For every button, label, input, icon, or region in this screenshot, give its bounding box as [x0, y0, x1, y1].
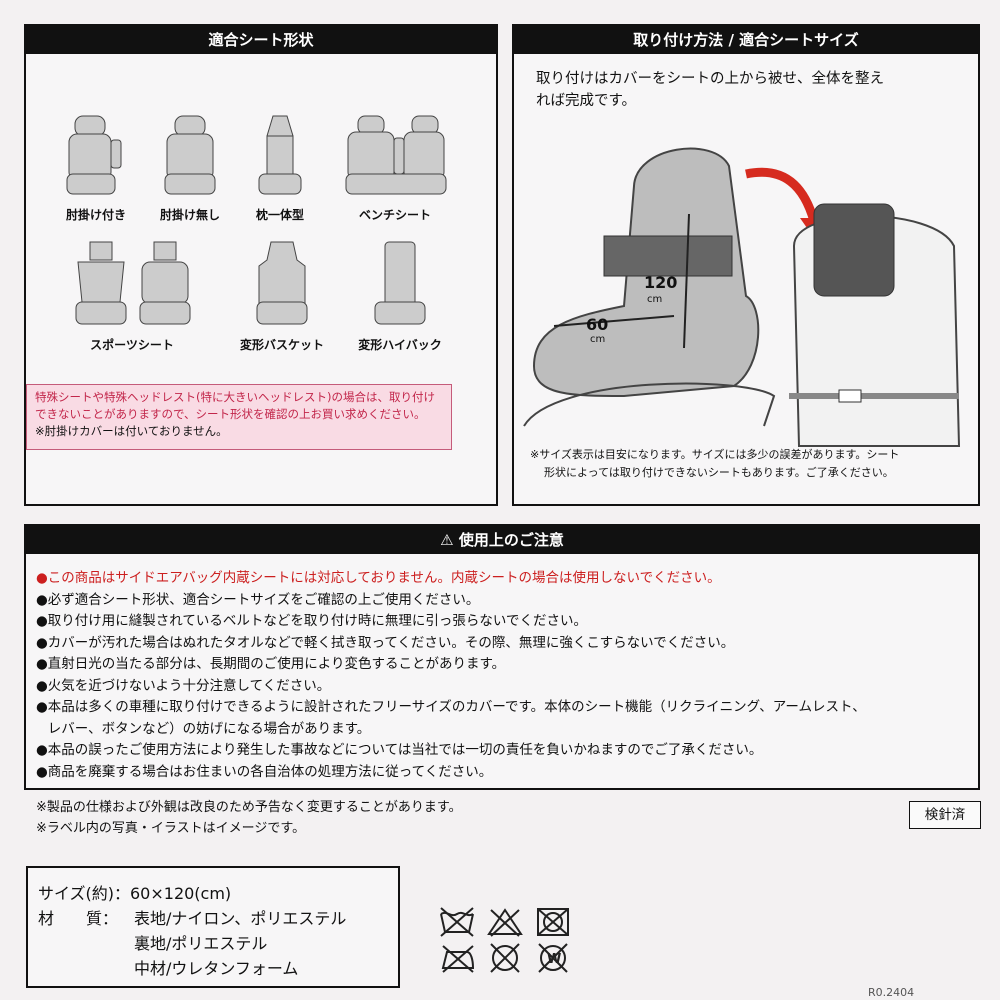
caution-item: ●カバーが汚れた場合はぬれたタオルなどで軽く拭き取ってください。その際、無理に強… [36, 633, 986, 655]
caution-title: 使用上のご注意 [458, 531, 564, 549]
warning-line: 特殊シートや特殊ヘッドレスト(特に大きいヘッドレスト)の場合は、取り付け [35, 390, 435, 404]
seat-label: 枕一体型 [255, 208, 304, 222]
no-dry-clean-icon [490, 943, 520, 973]
bullet-icon: ● [36, 742, 48, 758]
note-line: ※ラベル内の写真・イラストはイメージです。 [36, 821, 306, 836]
seat-no-armrest-icon [164, 115, 216, 195]
seat-integrated-icon [258, 115, 302, 195]
seat-highback-icon [374, 241, 426, 325]
armrest-note: ※肘掛けカバーは付いておりません。 [35, 424, 228, 438]
caution-item: ●本品の誤ったご使用方法により発生した事故などについては当社では一切の責任を負い… [36, 740, 986, 762]
mesh-pocket [603, 235, 733, 277]
care-symbols: W [437, 906, 582, 980]
seat-without-armrest: 肘掛け無し [150, 112, 230, 223]
dim-height-value: 120 [644, 273, 677, 292]
bullet-icon: ● [36, 591, 48, 608]
caution-text: レバー、ボタンなど）の妨げになる場合があります。 [47, 720, 371, 737]
bullet-icon: ● [36, 613, 48, 629]
caution-text: 取り付け用に縫製されているベルトなどを取り付け時に無理に引っ張らないでください。 [47, 613, 587, 629]
lot-number: R0.2404 [868, 986, 915, 999]
dim-width-unit: cm [590, 334, 605, 345]
seat-irregular-bucket: 変形バスケット [232, 240, 332, 353]
buckle-icon [838, 389, 862, 403]
caution-text: 本品は多くの車種に取り付けできるように設計されたフリーサイズのカバーです。本体の… [47, 699, 866, 715]
seat-bucket-icon [256, 241, 308, 325]
caution-item: ●必ず適合シート形状、適合シートサイズをご確認の上ご使用ください。 [36, 590, 986, 612]
height-dimension [683, 213, 690, 349]
install-illustration: 120 cm 60 cm [523, 147, 961, 456]
material-label: 材 質： [38, 909, 119, 928]
caution-text: カバーが汚れた場合はぬれたタオルなどで軽く拭き取ってください。その際、無理に強く… [47, 634, 735, 651]
seat-label: ベンチシート [358, 208, 431, 222]
spec-box: サイズ(約)：60×120(cm) 材 質： 表地/ナイロン、ポリエステル 裏地… [26, 866, 400, 988]
product-notes: ※製品の仕様および外観は改良のため予告なく変更することがあります。 ※ラベル内の… [36, 797, 462, 839]
seat-with-armrest: 肘掛け付き [56, 112, 136, 223]
bullet-icon: ● [36, 699, 48, 715]
install-instructions: 取り付けはカバーをシートの上から被せ、全体を整え れば完成です。 [536, 68, 884, 112]
install-header: 取り付け方法 / 適合シートサイズ [514, 26, 978, 54]
caution-text: 必ず適合シート形状、適合シートサイズをご確認の上ご使用ください。 [47, 591, 480, 608]
seat-bench-icon [345, 115, 447, 195]
width-dimension [553, 315, 675, 327]
material-core: 中材/ウレタンフォーム [134, 959, 299, 978]
caution-item: ●火気を近づけないよう十分注意してください。 [36, 676, 986, 698]
inspection-badge: 検針済 [909, 801, 981, 829]
caution-list: ●この商品はサイドエアバッグ内蔵シートには対応しておりません。内蔵シートの場合は… [36, 568, 986, 783]
caution-text: この商品はサイドエアバッグ内蔵シートには対応しておりません。内蔵シートの場合は使… [47, 570, 721, 586]
install-text: 取り付けはカバーをシートの上から被せ、全体を整え [536, 71, 884, 87]
caution-item: ●レバー、ボタンなど）の妨げになる場合があります。 [36, 719, 986, 741]
bullet-icon: ● [36, 677, 48, 694]
special-seat-warning: 特殊シートや特殊ヘッドレスト(特に大きいヘッドレスト)の場合は、取り付け できな… [26, 384, 452, 450]
size-note-line: ※サイズ表示は目安になります。サイズには多少の誤差があります。シート [530, 448, 900, 461]
size-note-line: 形状によっては取り付けできないシートもあります。ご了承ください。 [544, 466, 894, 479]
seat-integrated-headrest: 枕一体型 [240, 112, 320, 223]
no-iron-icon [441, 945, 475, 973]
no-wet-clean-icon: W [538, 943, 568, 973]
seat-irregular-highback: 変形ハイバック [350, 240, 450, 353]
caution-header: ⚠ 使用上のご注意 [26, 526, 978, 554]
dim-width-value: 60 [586, 315, 608, 334]
no-wash-icon [440, 907, 474, 937]
warning-line: できないことがありますので、シート形状を確認の上お買い求めください。 [35, 407, 426, 421]
seat-sports: スポーツシート [62, 240, 202, 353]
caution-item: ●商品を廃棄する場合はお住まいの各自治体の処理方法に従ってください。 [36, 762, 986, 784]
seat-armrest-icon [66, 115, 122, 195]
seat-shape-header: 適合シート形状 [26, 26, 496, 54]
red-arrow-icon [745, 167, 819, 223]
bullet-icon: ● [36, 763, 48, 780]
bullet-icon: ● [36, 634, 48, 651]
caution-item: ●本品は多くの車種に取り付けできるように設計されたフリーサイズのカバーです。本体… [36, 697, 986, 719]
warning-triangle-icon: ⚠ [440, 531, 459, 549]
size-spec: サイズ(約)：60×120(cm) [38, 884, 232, 903]
bullet-icon: ● [36, 656, 48, 672]
seat-sports-icon [75, 241, 191, 325]
install-panel: 取り付け方法 / 適合シートサイズ 取り付けはカバーをシートの上から被せ、全体を… [512, 24, 980, 506]
seat-label: 変形ハイバック [358, 338, 442, 352]
dim-height-unit: cm [647, 294, 662, 305]
caution-panel: ⚠ 使用上のご注意 [24, 524, 980, 790]
seat-label: 変形バスケット [239, 338, 324, 352]
seat-label: スポーツシート [90, 338, 174, 352]
size-note: ※サイズ表示は目安になります。サイズには多少の誤差があります。シート 形状によっ… [530, 446, 899, 482]
install-text: れば完成です。 [536, 93, 637, 109]
no-tumble-dry-icon [537, 908, 569, 936]
caution-text: 直射日光の当たる部分は、長期間のご使用により変色することがあります。 [47, 656, 506, 672]
caution-item: ●取り付け用に縫製されているベルトなどを取り付け時に無理に引っ張らないでください… [36, 611, 986, 633]
material-outer: 表地/ナイロン、ポリエステル [134, 909, 347, 928]
seat-label: 肘掛け無し [159, 208, 220, 222]
note-line: ※製品の仕様および外観は改良のため予告なく変更することがあります。 [36, 800, 462, 815]
seat-label: 肘掛け付き [65, 208, 126, 222]
no-bleach-icon [487, 908, 523, 937]
caution-item: ●直射日光の当たる部分は、長期間のご使用により変色することがあります。 [36, 654, 986, 676]
seat-bench: ベンチシート [330, 112, 460, 223]
caution-text: 商品を廃棄する場合はお住まいの各自治体の処理方法に従ってください。 [47, 763, 493, 780]
caution-text: 火気を近づけないよう十分注意してください。 [47, 677, 331, 694]
bullet-icon: ● [36, 570, 48, 586]
caution-item: ●この商品はサイドエアバッグ内蔵シートには対応しておりません。内蔵シートの場合は… [36, 568, 986, 590]
caution-text: 本品の誤ったご使用方法により発生した事故などについては当社では一切の責任を負いか… [47, 742, 763, 758]
material-inner: 裏地/ポリエステル [134, 934, 268, 953]
back-pocket [813, 203, 895, 297]
